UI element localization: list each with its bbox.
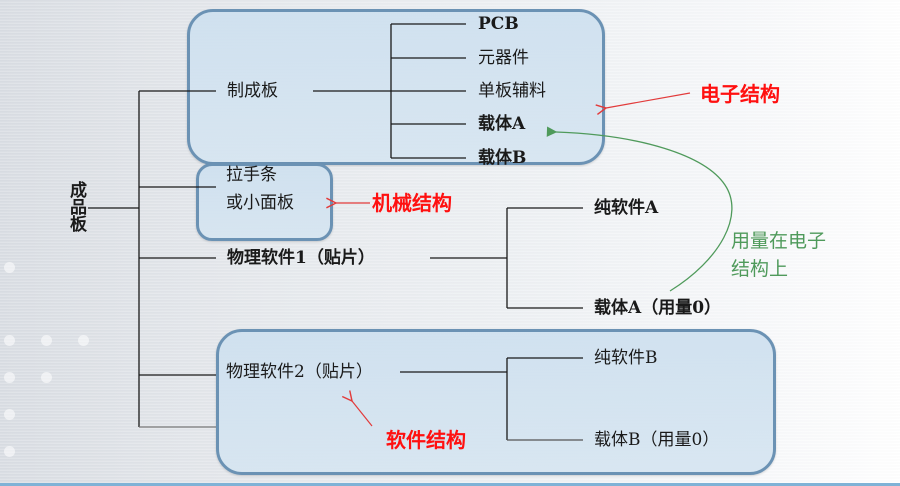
branch-label-lashoutiao-line1: 拉手条	[226, 165, 277, 185]
electronic-annotation-arrow	[606, 92, 691, 108]
leaf-carrier-a: 载体A	[478, 114, 526, 134]
leaf-board-auxiliaries: 单板辅料	[478, 81, 546, 101]
software-annotation-arrow	[352, 401, 373, 427]
leaf-pure-software-a: 纯软件A	[594, 198, 659, 218]
branch-label-zhichengban: 制成板	[227, 81, 278, 101]
leaf-components: 元器件	[478, 48, 529, 68]
leaf-pcb: PCB	[478, 14, 519, 34]
branch-label-physical-software-1: 物理软件1（贴片）	[227, 248, 375, 268]
leaf-carrier-a-usage-zero: 载体A（用量0）	[594, 298, 722, 318]
annotation-usage-note-line1: 用量在电子	[731, 230, 827, 252]
usage-note-curved-arrow	[546, 126, 733, 292]
electronic-structure-group	[187, 9, 605, 165]
leaf-pure-software-b: 纯软件B	[594, 348, 658, 368]
annotation-mechanical-structure: 机械结构	[372, 191, 452, 215]
leaf-carrier-b-usage-zero: 载体B（用量0）	[594, 430, 720, 450]
software-structure-group	[216, 329, 776, 475]
annotation-electronic-structure: 电子结构	[700, 82, 780, 106]
annotation-software-structure: 软件结构	[386, 428, 466, 452]
annotation-usage-note-line2: 结构上	[731, 258, 789, 280]
root-label-chengpinban: 成品板	[66, 181, 86, 232]
branch-label-lashoutiao-line2: 或小面板	[226, 193, 294, 213]
branch-label-physical-software-2: 物理软件2（贴片）	[226, 362, 373, 382]
bottom-accent-bar	[0, 483, 900, 486]
leaf-carrier-b: 载体B	[478, 148, 527, 168]
